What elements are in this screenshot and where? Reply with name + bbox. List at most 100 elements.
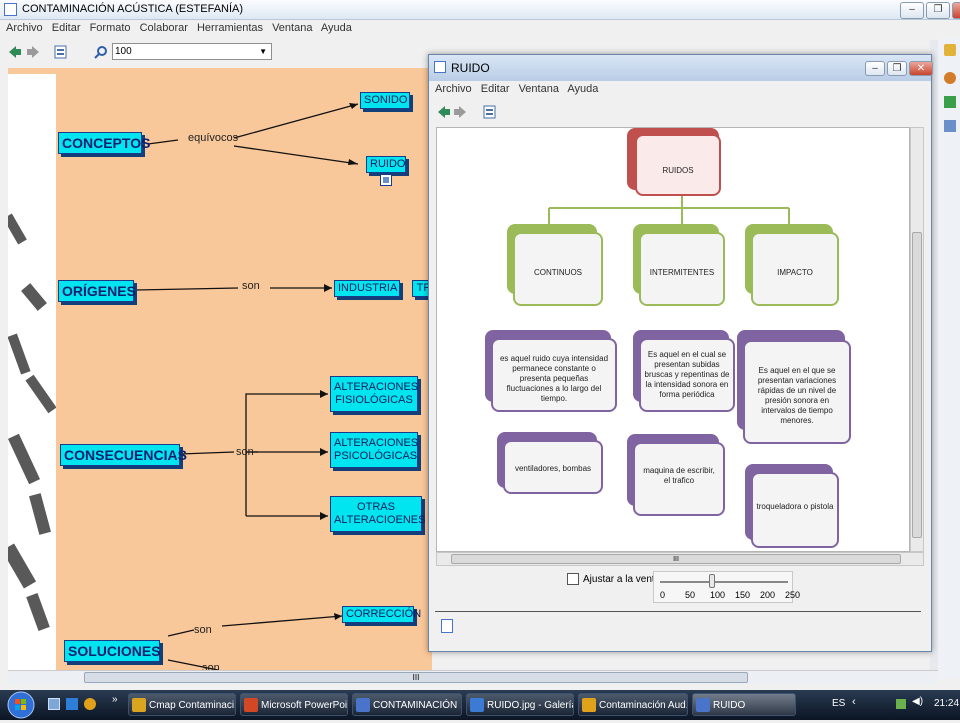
taskbar-item-label: CONTAMINACIÓN ... — [373, 700, 462, 711]
language-indicator[interactable]: ES — [832, 698, 846, 709]
map-connections — [135, 103, 359, 670]
menu-herramientas[interactable]: Herramientas — [196, 22, 263, 34]
zoom-icon[interactable] — [94, 45, 108, 59]
slider-tick: 100 — [710, 590, 726, 600]
right-tools-sidebar — [938, 38, 960, 678]
quick-launch-explorer-icon[interactable] — [66, 698, 78, 710]
restore-button[interactable]: ❐ — [926, 2, 950, 19]
fit-to-window-checkbox[interactable] — [567, 573, 579, 585]
menu-ventana[interactable]: Ventana — [272, 22, 313, 34]
concept-map-canvas[interactable]: CONCEPTOS SONIDO RUIDO equívocos ORÍGENE… — [8, 68, 432, 670]
dialog-menu-ayuda[interactable]: Ayuda — [567, 83, 599, 95]
dialog-minimize-button[interactable]: – — [865, 61, 885, 76]
concept-continuos: CONTINUOS — [513, 232, 603, 306]
node-sonido[interactable]: SONIDO — [360, 92, 410, 109]
slider-track — [660, 581, 788, 583]
close-button[interactable]: ✕ — [952, 2, 960, 19]
dialog-menu-archivo[interactable]: Archivo — [435, 83, 472, 95]
menu-formato[interactable]: Formato — [89, 22, 131, 34]
taskbar-item[interactable]: Microsoft PowerPoi... — [240, 693, 348, 716]
back-arrow-icon[interactable] — [8, 45, 22, 59]
dialog-restore-button[interactable]: ❐ — [887, 61, 907, 76]
resources-icon[interactable] — [944, 120, 956, 132]
taskbar-item[interactable]: CONTAMINACIÓN ... — [352, 693, 462, 716]
taskbar-item[interactable]: RUIDO — [692, 693, 796, 716]
main-vertical-scrollbar[interactable] — [930, 40, 938, 670]
node-origenes[interactable]: ORÍGENES — [58, 280, 136, 302]
taskbar-item[interactable]: Cmap Contaminaci... — [128, 693, 236, 716]
zoom-level-value: 100 — [115, 46, 132, 57]
dialog-hscroll-thumb[interactable]: III — [451, 554, 901, 564]
dialog-close-button[interactable]: ✕ — [909, 61, 933, 76]
taskbar-app-icon — [244, 698, 258, 712]
view-menu-icon[interactable] — [54, 45, 68, 59]
dialog-hscroll-grip: III — [673, 556, 679, 563]
minimize-button[interactable]: – — [900, 2, 924, 19]
main-horizontal-scrollbar[interactable]: III — [8, 670, 938, 684]
slider-tick: 0 — [660, 590, 666, 600]
menu-editar[interactable]: Editar — [51, 22, 81, 34]
node-conceptos[interactable]: CONCEPTOS — [58, 132, 150, 154]
concept-impacto: IMPACTO — [751, 232, 839, 306]
cmap-app-icon[interactable] — [4, 3, 17, 16]
dialog-title-bar: RUIDO – ❐ ✕ — [429, 55, 933, 81]
main-hscroll-thumb[interactable]: III — [84, 672, 748, 683]
taskbar-app-icon — [696, 698, 710, 712]
slider-tick: 150 — [735, 590, 751, 600]
node-soluciones[interactable]: SOLUCIONES — [64, 640, 161, 662]
quick-launch-more-icon[interactable]: » — [112, 694, 118, 705]
quick-launch-desktop-icon[interactable] — [48, 698, 60, 710]
main-toolbar — [0, 38, 960, 64]
clock[interactable]: 21:24 — [934, 698, 960, 709]
styles-icon[interactable] — [944, 72, 956, 84]
node-ruido[interactable]: RUIDO — [366, 156, 406, 173]
collaborate-icon[interactable] — [944, 44, 956, 56]
taskbar-item-label: RUIDO — [713, 700, 746, 711]
quick-launch-chrome-icon[interactable] — [84, 698, 96, 710]
taskbar-item[interactable]: RUIDO.jpg - Galería ... — [466, 693, 574, 716]
node-alteraciones-psicologicas[interactable]: ALTERACIONES PSICOLÓGICAS — [330, 432, 418, 468]
menu-archivo[interactable]: Archivo — [6, 22, 43, 34]
dialog-horizontal-scrollbar[interactable]: III — [436, 552, 924, 566]
start-button[interactable] — [4, 690, 38, 720]
dialog-back-arrow-icon[interactable] — [437, 105, 451, 119]
dialog-vscroll-thumb[interactable] — [912, 232, 922, 538]
dialog-menu-ventana[interactable]: Ventana — [518, 83, 559, 95]
dialog-title: RUIDO — [451, 61, 490, 75]
dialog-forward-arrow-icon[interactable] — [453, 105, 467, 119]
link-son-soluciones: son — [194, 624, 212, 636]
node-transporte-partial[interactable]: TR — [412, 280, 432, 297]
forward-arrow-icon[interactable] — [26, 45, 40, 59]
node-consecuencias[interactable]: CONSECUENCIAS — [60, 444, 187, 466]
menu-ayuda[interactable]: Ayuda — [320, 22, 352, 34]
network-icon[interactable] — [896, 699, 906, 709]
taskbar-item[interactable]: Contaminación Aud... — [578, 693, 688, 716]
info-icon[interactable] — [944, 96, 956, 108]
node-otras-alteraciones[interactable]: OTRAS ALTERACIOENES — [330, 496, 426, 532]
slider-tick: 50 — [685, 590, 696, 600]
menu-colaborar[interactable]: Colaborar — [139, 22, 188, 34]
node-alteraciones-fisiologicas[interactable]: ALTERACIONES FISIOLÓGICAS — [330, 376, 418, 412]
slider-tick: 250 — [785, 590, 801, 600]
image-attachment-icon[interactable] — [380, 174, 392, 186]
dialog-vertical-scrollbar[interactable] — [910, 127, 924, 552]
node-industria[interactable]: INDUSTRIA — [334, 280, 400, 297]
slider-thumb[interactable] — [709, 574, 715, 588]
taskbar-item-label: RUIDO.jpg - Galería ... — [487, 700, 574, 711]
zoom-slider[interactable]: 0 50 100 150 200 250 — [653, 571, 800, 603]
slider-tick: 200 — [760, 590, 776, 600]
tray-chevron-icon[interactable]: ‹ — [852, 696, 856, 708]
chevron-down-icon: ▼ — [259, 47, 267, 56]
taskbar-item-label: Contaminación Aud... — [599, 700, 688, 711]
volume-icon[interactable]: ◀) — [912, 696, 924, 707]
dialog-view-icon[interactable] — [483, 105, 497, 119]
dialog-status-icon[interactable] — [441, 619, 453, 633]
dialog-toolbar — [435, 103, 925, 121]
zoom-level-select[interactable]: 100 ▼ — [112, 43, 272, 60]
main-hscroll-grip: III — [412, 673, 420, 682]
node-correccion[interactable]: CORRECCIÓN — [342, 606, 421, 623]
ruido-image-view[interactable]: RUIDOS CONTINUOS INTERMITENTES IMPACTO e… — [436, 127, 910, 552]
ruido-dialog: RUIDO – ❐ ✕ Archivo Editar Ventana Ayuda — [428, 54, 933, 652]
dialog-menu-editar[interactable]: Editar — [480, 83, 510, 95]
definition-impacto: Es aquel en el que se presentan variacio… — [743, 340, 851, 444]
